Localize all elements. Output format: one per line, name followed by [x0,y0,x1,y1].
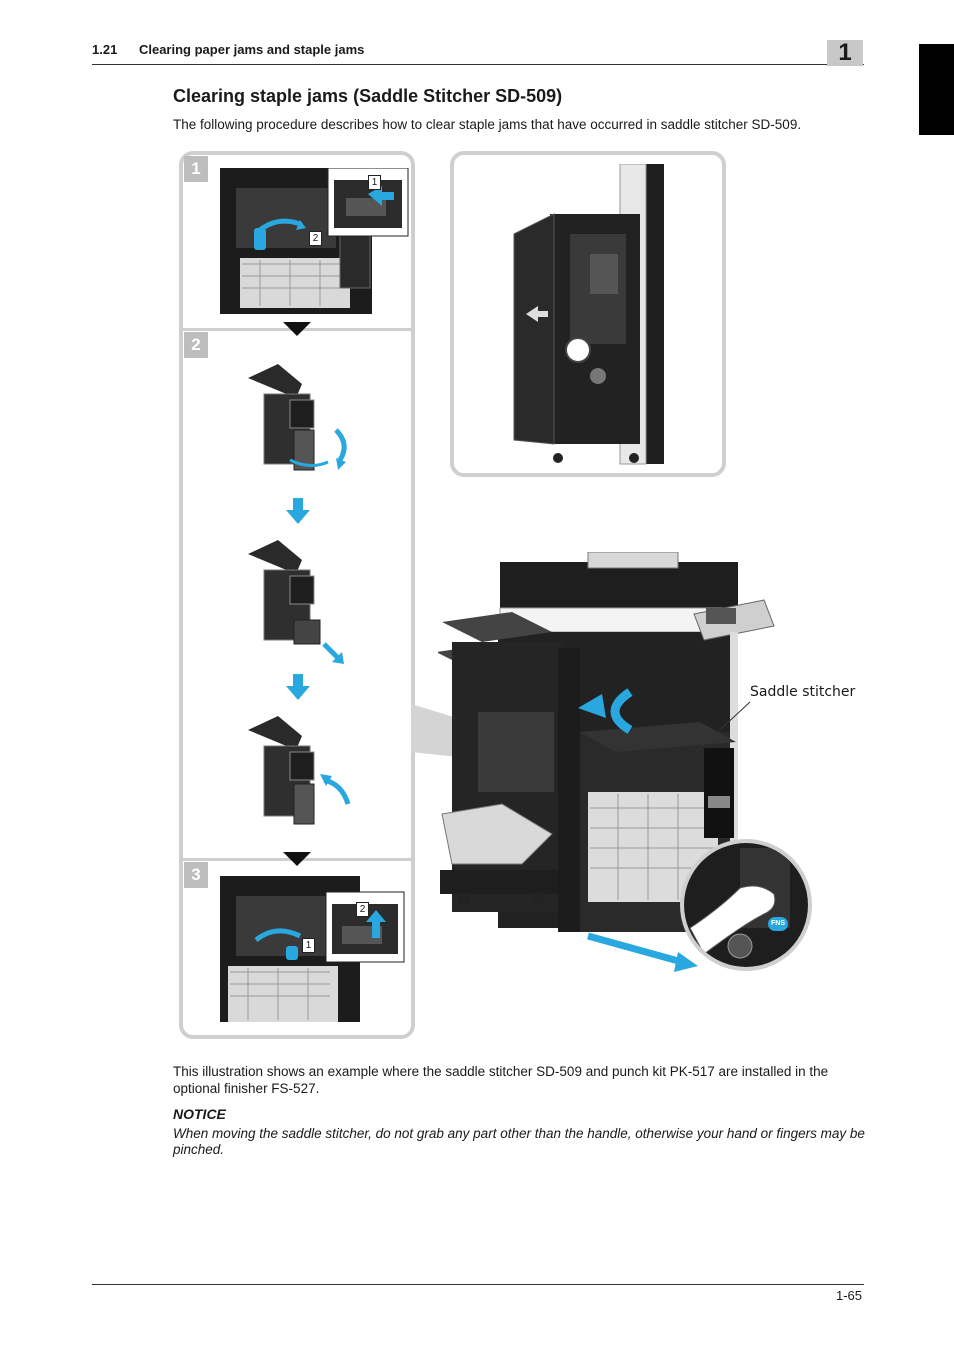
chapter-side-tab [919,44,954,135]
blue-down-arrow-icon [286,498,310,524]
fns-badge: FNS [768,917,788,931]
handle-zoom-illustration [680,839,812,971]
step-3-illustration [220,876,405,1022]
step-1-badge: 1 [184,156,208,182]
page-title: Clearing staple jams (Saddle Stitcher SD… [173,86,563,106]
step-1-illustration [220,168,409,314]
step-3-callout-2: 2 [356,902,369,917]
staple-cartridge-remove-illustration [248,540,344,664]
step-1-callout-2: 2 [309,231,322,246]
notice-text: When moving the saddle stitcher, do not … [173,1126,865,1157]
section-header: 1.21 Clearing paper jams and staple jams [92,42,365,57]
step-3-badge: 3 [184,862,208,888]
chapter-number: 1 [827,40,863,66]
notice-heading: NOTICE [173,1106,226,1122]
header-rule [92,64,864,65]
step-1-callout-1: 1 [368,175,381,190]
down-triangle-icon-2 [283,852,311,866]
mfp-with-finisher-illustration [438,552,775,972]
saddle-stitcher-label: Saddle stitcher [750,684,856,700]
intro-text: The following procedure describes how to… [173,117,802,132]
finisher-door-open-illustration [513,164,664,465]
down-triangle-icon [283,322,311,336]
footer-rule [92,1284,864,1285]
staple-cartridge-close-illustration [248,716,351,825]
page-number: 1-65 [835,1288,862,1303]
step-3-callout-1: 1 [302,938,315,953]
staple-cartridge-open-illustration [248,364,347,471]
blue-down-arrow-icon-2 [286,674,310,700]
illustration-caption: This illustration shows an example where… [173,1064,829,1096]
step-2-badge: 2 [184,332,208,358]
